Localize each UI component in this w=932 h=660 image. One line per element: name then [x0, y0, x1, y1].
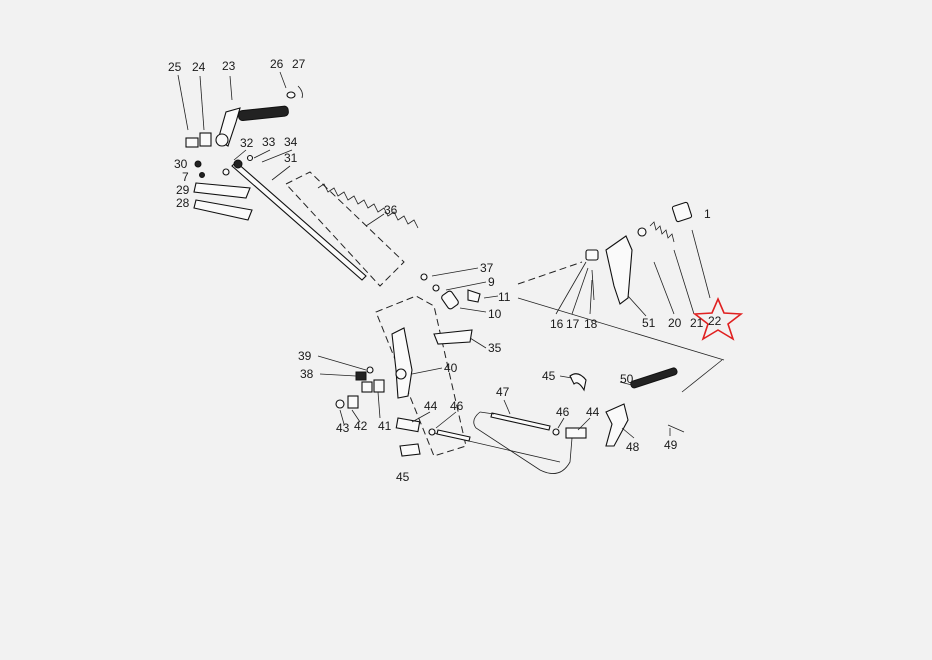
lever-outline-dashed [375, 295, 467, 457]
cable-end-left-part [395, 417, 436, 457]
label-18: 18 [584, 317, 598, 331]
label-31: 31 [284, 151, 298, 165]
bushing-set-part [335, 366, 385, 409]
label-22: 22 [708, 314, 722, 328]
label-38: 38 [300, 367, 314, 381]
label-51: 51 [642, 316, 656, 330]
small-clip-part [286, 85, 303, 99]
label-29: 29 [176, 183, 190, 197]
cable-end-right-part [552, 373, 587, 439]
label-9: 9 [488, 275, 495, 289]
label-39: 39 [298, 349, 312, 363]
label-41: 41 [378, 419, 392, 433]
label-35: 35 [488, 341, 502, 355]
label-47: 47 [496, 385, 510, 399]
label-33: 33 [262, 135, 276, 149]
push-rod-part [222, 154, 367, 281]
label-21: 21 [690, 316, 704, 330]
label-25: 25 [168, 60, 182, 74]
shift-fork-part [585, 235, 633, 305]
part-labels: 25 24 23 26 27 30 7 29 28 32 33 34 31 36… [168, 57, 722, 484]
label-11: 11 [498, 290, 511, 304]
label-16: 16 [550, 317, 564, 331]
label-17: 17 [566, 317, 580, 331]
label-26: 26 [270, 57, 284, 71]
guide-line [681, 359, 723, 393]
label-32: 32 [240, 136, 254, 150]
label-27: 27 [292, 57, 306, 71]
label-37: 37 [480, 261, 494, 275]
bracket-plates-part [193, 160, 253, 221]
pivot-bolt-part [185, 132, 212, 148]
fork-outline-bottom [517, 297, 725, 361]
label-34: 34 [284, 135, 298, 149]
label-30: 30 [174, 157, 188, 171]
leader-lines [177, 71, 711, 439]
detent-spring-part [637, 201, 693, 243]
label-23: 23 [222, 59, 236, 73]
fork-outline-top-dashed [517, 261, 583, 285]
label-24: 24 [192, 60, 206, 74]
label-7: 7 [182, 170, 189, 184]
return-spring-part [317, 183, 419, 229]
label-46-right: 46 [556, 405, 570, 419]
control-cable-part [433, 411, 573, 474]
label-45-bottom: 45 [396, 470, 410, 484]
label-36: 36 [384, 203, 398, 217]
clevis-part [420, 273, 481, 310]
pedal-lever-part [215, 105, 289, 147]
shift-lever-part [391, 327, 473, 399]
label-28: 28 [176, 196, 190, 210]
label-46-left: 46 [450, 399, 464, 413]
selector-fork-part [605, 367, 685, 447]
highlight-star-icon [692, 296, 744, 341]
label-45-top: 45 [542, 369, 556, 383]
spring-outline-dashed [285, 171, 405, 287]
label-44-right: 44 [586, 405, 600, 419]
label-40: 40 [444, 361, 458, 375]
label-10: 10 [488, 307, 502, 321]
label-44-left: 44 [424, 399, 438, 413]
label-20: 20 [668, 316, 682, 330]
label-48: 48 [626, 440, 640, 454]
label-42: 42 [354, 419, 368, 433]
label-43: 43 [336, 421, 350, 435]
label-49: 49 [664, 438, 678, 452]
label-50: 50 [620, 372, 634, 386]
label-1: 1 [704, 207, 711, 221]
